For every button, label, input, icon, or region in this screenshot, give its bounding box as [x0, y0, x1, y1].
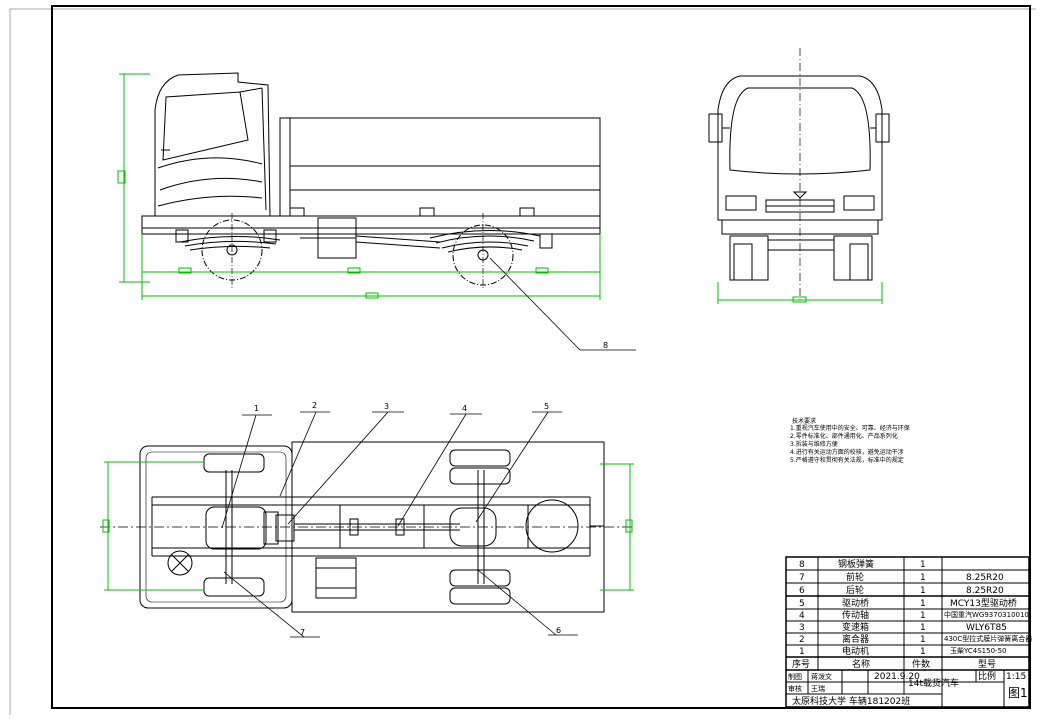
- table-cell-name: 离合器: [842, 633, 869, 645]
- table-cell-spec: 8.25R20: [966, 586, 1004, 596]
- scale-label: 比例: [978, 670, 996, 682]
- table-cell-no: 5: [799, 599, 805, 609]
- table-cell-no: 1: [799, 647, 805, 657]
- table-cell-name: 电动机: [842, 645, 869, 657]
- checked-label: 审核: [788, 684, 802, 693]
- table-cell-no: 3: [799, 623, 805, 633]
- front-view-dimensions: [717, 282, 883, 304]
- table-header-name: 名称: [852, 658, 870, 670]
- table-header-spec: 型号: [978, 659, 996, 670]
- top-view: [100, 441, 632, 613]
- drawn-by: 蒋泼文: [811, 672, 832, 681]
- table-cell-name: 前轮: [846, 571, 864, 583]
- title-block: 制图 蒋泼文 2021.9.20 审核 王瑞 14t载货汽车 比例 1:15 图…: [788, 670, 1028, 707]
- balloon-labels: 1 2 3 4 5 6 7 8: [254, 341, 608, 637]
- drawing-date: 2021.9.20: [874, 672, 920, 682]
- table-cell-no: 2: [799, 635, 805, 645]
- requirements-title: 技术要求: [792, 417, 816, 425]
- table-cell-qty: 1: [920, 560, 926, 570]
- table-cell-qty: 1: [920, 599, 926, 609]
- technical-requirements: 技术要求 1.重视汽车使用中的安全、可靠、经济与环保 2.零件标准化、部件通用化…: [790, 417, 910, 464]
- table-cell-no: 8: [799, 560, 805, 570]
- table-cell-no: 7: [799, 573, 805, 583]
- front-view: [708, 48, 890, 300]
- table-cell-qty: 1: [920, 623, 926, 633]
- school-name: 太原科技大学 车辆181202班: [792, 695, 910, 707]
- requirement-line: 4.进行有关运动方面的校核，避免运动干涉: [790, 448, 904, 456]
- balloon-5: 5: [544, 402, 549, 411]
- checked-by: 王瑞: [811, 684, 825, 693]
- balloon-2: 2: [312, 401, 317, 410]
- leader-lines: [221, 257, 636, 638]
- top-view-dimensions: [102, 461, 634, 591]
- table-cell-spec: 玉柴YC4S150-50: [950, 646, 1006, 655]
- side-view-dimensions: [117, 73, 601, 300]
- table-cell-name: 变速箱: [842, 621, 869, 633]
- drawing-title: 14t载货汽车: [908, 677, 959, 689]
- table-cell-spec: 8.25R20: [966, 573, 1004, 583]
- table-cell-no: 6: [799, 586, 805, 596]
- scale-value: 1:15: [1006, 672, 1026, 682]
- table-cell-spec: 中国重汽WG9370310010: [944, 610, 1029, 619]
- table-cell-qty: 1: [920, 611, 926, 621]
- parts-list-rows: 8 钢板弹簧 1 7 前轮 1 8.25R20 6 后轮 1 8.25R20 5…: [792, 558, 1032, 670]
- balloon-3: 3: [384, 402, 389, 411]
- table-cell-spec: MCY13型驱动桥: [950, 597, 1017, 609]
- table-cell-no: 4: [799, 611, 805, 621]
- table-header-no: 序号: [792, 658, 810, 670]
- table-cell-qty: 1: [920, 573, 926, 583]
- requirement-line: 3.拆装与维修方便: [790, 440, 838, 448]
- sheet-number: 图1: [1008, 686, 1028, 700]
- table-header-qty: 件数: [912, 658, 930, 670]
- table-cell-qty: 1: [920, 647, 926, 657]
- drawn-label: 制图: [788, 672, 802, 681]
- balloon-8: 8: [603, 341, 608, 350]
- table-cell-qty: 1: [920, 635, 926, 645]
- requirement-line: 2.零件标准化、部件通用化、产品系列化: [790, 432, 898, 440]
- table-cell-spec: 430C型拉式膜片弹簧离合器: [944, 634, 1032, 643]
- table-cell-name: 后轮: [846, 584, 864, 596]
- drawing-frame: [9, 5, 1036, 715]
- table-cell-spec: WLY6T85: [966, 623, 1007, 633]
- parts-list-table: [785, 556, 1030, 708]
- table-cell-name: 钢板弹簧: [838, 558, 874, 570]
- table-cell-name: 传动轴: [842, 609, 869, 621]
- requirement-line: 1.重视汽车使用中的安全、可靠、经济与环保: [790, 424, 910, 432]
- balloon-4: 4: [462, 404, 467, 413]
- side-view: [141, 72, 601, 290]
- table-cell-name: 驱动桥: [842, 597, 869, 609]
- balloon-6: 6: [556, 626, 561, 635]
- requirement-line: 5.严格遵守和贯彻有关法规，标准中的规定: [790, 456, 904, 464]
- table-cell-qty: 1: [920, 586, 926, 596]
- balloon-7: 7: [300, 628, 305, 637]
- balloon-1: 1: [254, 404, 259, 413]
